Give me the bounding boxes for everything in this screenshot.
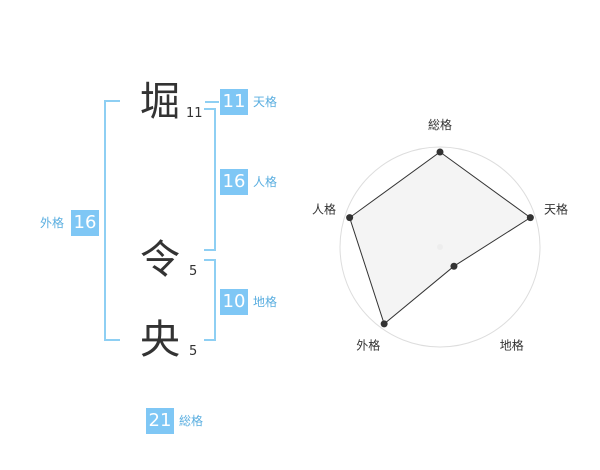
name-char-2: 令 (140, 237, 180, 283)
radar-polygon-group (346, 148, 534, 328)
radar-axis-label: 地格 (500, 338, 524, 353)
radar-point-3 (450, 262, 458, 270)
radar-axis-label: 総格 (428, 117, 452, 132)
radar-point-2 (526, 214, 534, 222)
jinkaku-label: 人格 (253, 175, 278, 189)
tenkaku-label: 天格 (253, 95, 278, 109)
tenkaku-connector (205, 101, 219, 103)
tenkaku-value: 11 (220, 89, 248, 115)
gaikaku-value: 16 (71, 210, 99, 236)
gaikaku-label: 外格 (40, 216, 65, 230)
jinkaku-value: 16 (220, 169, 248, 195)
radar-axis-label: 外格 (356, 338, 380, 353)
jinkaku-bracket (204, 108, 216, 251)
soukaku-label: 総格 (179, 414, 204, 428)
name-char-1: 堀 (140, 79, 180, 125)
radar-axis-label: 天格 (544, 201, 568, 216)
radar-point-5 (346, 214, 354, 222)
stroke-count-3: 5 (189, 344, 198, 359)
gaikaku-bracket (104, 100, 120, 341)
name-char-3: 央 (140, 317, 180, 363)
chikaku-label: 地格 (253, 295, 278, 309)
stroke-count-1: 11 (186, 106, 203, 121)
radar-polygon (349, 151, 532, 325)
chikaku-value: 10 (220, 289, 248, 315)
chikaku-bracket (204, 259, 216, 341)
radar-point-4 (380, 320, 388, 328)
radar-point-1 (436, 148, 444, 156)
stroke-count-2: 5 (189, 264, 198, 279)
soukaku-value: 21 (146, 408, 174, 434)
radar-axis-label: 人格 (312, 201, 336, 216)
